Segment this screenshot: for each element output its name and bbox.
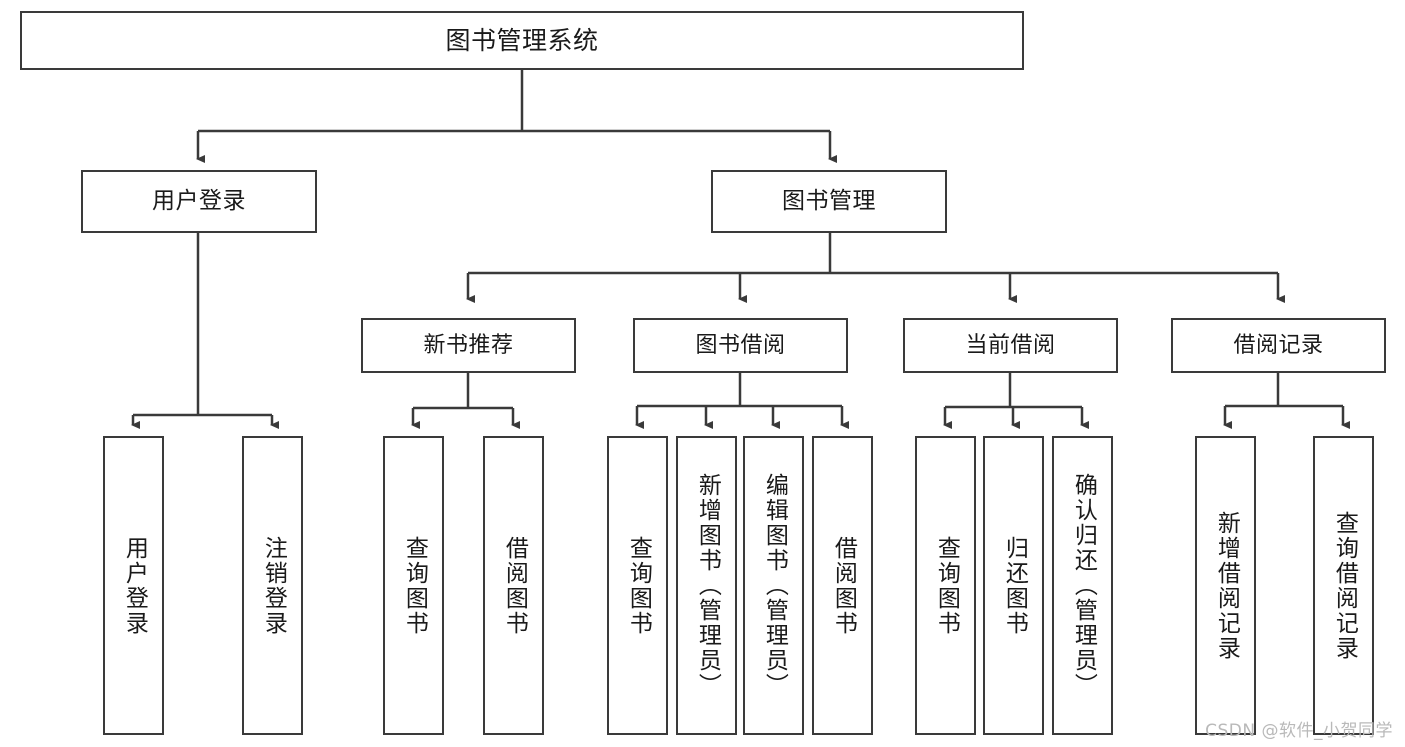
csdn-watermark: CSDN @软件_小贺同学 <box>1205 721 1393 741</box>
node-borrow-record-label: 借阅记录 <box>1233 332 1324 358</box>
node-new-book-recommend[interactable]: 新书推荐 <box>361 318 576 373</box>
node-leaf-book-borrow-3-label: 借阅图书 <box>830 535 857 636</box>
node-leaf-book-borrow-2[interactable]: 编辑图书（管理员） <box>743 436 804 735</box>
node-book-manage-label: 图书管理 <box>782 187 876 214</box>
node-leaf-new-book-0[interactable]: 查询图书 <box>383 436 444 735</box>
node-book-borrow[interactable]: 图书借阅 <box>633 318 848 373</box>
node-leaf-book-borrow-0-label: 查询图书 <box>625 535 652 636</box>
node-leaf-borrow-record-1-label: 查询借阅记录 <box>1331 510 1358 661</box>
node-new-book-recommend-label: 新书推荐 <box>423 332 514 358</box>
node-leaf-book-borrow-3[interactable]: 借阅图书 <box>812 436 873 735</box>
node-leaf-current-borrow-1[interactable]: 归还图书 <box>983 436 1044 735</box>
node-user-login[interactable]: 用户登录 <box>81 170 317 233</box>
node-leaf-borrow-record-0[interactable]: 新增借阅记录 <box>1195 436 1256 735</box>
node-book-manage[interactable]: 图书管理 <box>711 170 947 233</box>
node-book-borrow-label: 图书借阅 <box>695 332 786 358</box>
node-leaf-new-book-0-label: 查询图书 <box>401 535 428 636</box>
node-leaf-current-borrow-0[interactable]: 查询图书 <box>915 436 976 735</box>
node-leaf-current-borrow-1-label: 归还图书 <box>1001 535 1028 636</box>
node-leaf-new-book-1-label: 借阅图书 <box>501 535 528 636</box>
node-leaf-borrow-record-0-label: 新增借阅记录 <box>1213 510 1240 661</box>
node-leaf-book-borrow-1-label: 新增图书（管理员） <box>694 473 721 698</box>
node-current-borrow[interactable]: 当前借阅 <box>903 318 1118 373</box>
node-leaf-book-borrow-0[interactable]: 查询图书 <box>607 436 668 735</box>
node-leaf-current-borrow-2[interactable]: 确认归还（管理员） <box>1052 436 1113 735</box>
node-leaf-book-borrow-1[interactable]: 新增图书（管理员） <box>676 436 737 735</box>
node-leaf-current-borrow-2-label: 确认归还（管理员） <box>1070 473 1097 698</box>
node-leaf-borrow-record-1[interactable]: 查询借阅记录 <box>1313 436 1374 735</box>
node-root[interactable]: 图书管理系统 <box>20 11 1024 70</box>
node-borrow-record[interactable]: 借阅记录 <box>1171 318 1386 373</box>
node-leaf-user-login-1-label: 注销登录 <box>260 535 287 636</box>
node-leaf-user-login-0-label: 用户登录 <box>121 535 148 636</box>
node-leaf-user-login-0[interactable]: 用户登录 <box>103 436 164 735</box>
node-user-login-label: 用户登录 <box>152 187 246 214</box>
node-root-label: 图书管理系统 <box>445 25 599 55</box>
node-leaf-book-borrow-2-label: 编辑图书（管理员） <box>761 473 788 698</box>
node-current-borrow-label: 当前借阅 <box>965 332 1056 358</box>
node-leaf-user-login-1[interactable]: 注销登录 <box>242 436 303 735</box>
node-leaf-current-borrow-0-label: 查询图书 <box>933 535 960 636</box>
node-leaf-new-book-1[interactable]: 借阅图书 <box>483 436 544 735</box>
